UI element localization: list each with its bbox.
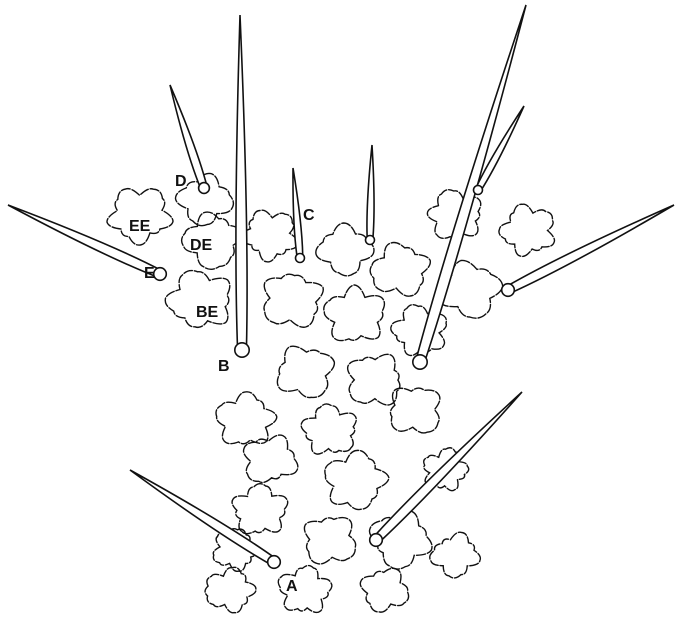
label-be: BE xyxy=(196,304,219,321)
seta-right-e-socket xyxy=(502,284,515,297)
seta-e-socket xyxy=(154,268,167,281)
seta-right-long xyxy=(413,5,526,369)
seta-right-long-socket xyxy=(413,355,427,369)
plate-20 xyxy=(325,450,389,509)
seta-right-e xyxy=(502,205,674,296)
plate-24 xyxy=(205,567,256,612)
label-ee: EE xyxy=(129,218,151,235)
label-de: DE xyxy=(190,237,213,254)
plate-7 xyxy=(370,243,430,297)
seta-a-right-shaft xyxy=(373,392,522,543)
plate-9 xyxy=(499,204,555,256)
seta-b xyxy=(235,15,249,357)
plate-12 xyxy=(324,285,385,341)
plate-22 xyxy=(304,518,355,564)
plate-6 xyxy=(316,223,374,276)
seta-b-shaft xyxy=(236,15,247,350)
plate-11 xyxy=(264,274,323,327)
plate-18 xyxy=(390,388,439,433)
plate-19 xyxy=(244,435,298,482)
seta-right-d-socket xyxy=(474,186,483,195)
plate-17 xyxy=(301,404,356,454)
label-b: B xyxy=(218,358,230,375)
seta-d-socket xyxy=(199,183,210,194)
seta-mid-shaft xyxy=(367,145,374,240)
seta-e-shaft xyxy=(8,205,162,278)
seta-a-left-socket xyxy=(268,556,281,569)
plate-26 xyxy=(360,568,408,612)
plate-27 xyxy=(430,532,481,578)
label-e: E xyxy=(144,265,155,282)
seta-right-long-shaft xyxy=(416,5,526,363)
label-a: A xyxy=(286,578,298,595)
seta-e xyxy=(8,205,166,280)
label-c: C xyxy=(303,207,315,224)
seta-b-socket xyxy=(235,343,249,357)
seta-mid xyxy=(366,145,375,245)
plate-16 xyxy=(216,392,277,444)
plate-1 xyxy=(107,189,173,245)
seta-a-right-socket xyxy=(370,534,383,547)
plate-21 xyxy=(232,484,288,534)
setae-layer xyxy=(8,5,674,568)
seta-c-shaft xyxy=(293,168,303,258)
seta-mid-socket xyxy=(366,236,375,245)
seta-c-socket xyxy=(296,254,305,263)
plates-layer xyxy=(107,173,554,612)
plate-5 xyxy=(240,210,298,262)
label-d: D xyxy=(175,173,187,190)
plate-14 xyxy=(277,346,334,397)
seta-a-right xyxy=(370,392,522,546)
seta-a-left-shaft xyxy=(130,470,276,565)
